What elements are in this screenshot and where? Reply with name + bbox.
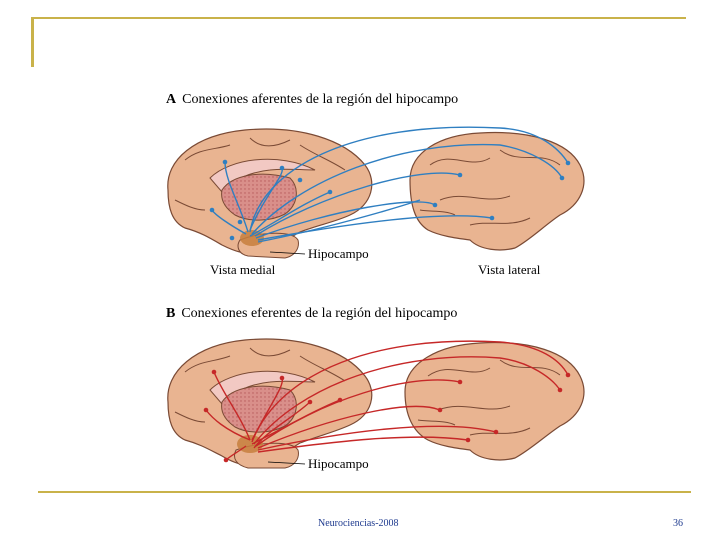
panel-a-lateral-view-label: Vista lateral xyxy=(478,262,541,277)
efferent-points xyxy=(203,369,571,463)
panel-a-medial-view-label: Vista medial xyxy=(210,262,276,277)
panel-b-lateral-brain xyxy=(404,341,585,461)
frame-bottom-rule xyxy=(38,491,691,493)
panel-b-medial-brain xyxy=(167,338,373,469)
footer-course: Neurociencias-2008 xyxy=(318,518,399,529)
frame-top-rule xyxy=(31,17,686,19)
panel-b-hippocampus-leader xyxy=(267,461,306,465)
afferent-points xyxy=(209,159,571,241)
frame-left-accent xyxy=(31,17,34,67)
panel-a-letter: A xyxy=(166,92,177,107)
panel-b-title: B Conexiones eferentes de la región del h… xyxy=(166,306,457,322)
page-number: 36 xyxy=(673,518,683,529)
panel-a-title: A Conexiones aferentes de la región del h… xyxy=(166,92,458,108)
afferent-pathways xyxy=(211,126,569,243)
panel-a-lateral-brain xyxy=(409,131,585,251)
panel-a-title-text: Conexiones aferentes de la región del hi… xyxy=(182,92,459,107)
efferent-pathways xyxy=(205,340,569,461)
panel-b-letter: B xyxy=(166,306,176,321)
panel-a-hippocampus-leader xyxy=(269,251,306,255)
panel-b-hippocampus-label: Hipocampo xyxy=(308,456,369,471)
panel-a-hippocampus-label: Hipocampo xyxy=(308,246,369,261)
panel-b-title-text: Conexiones eferentes de la región del hi… xyxy=(181,306,458,321)
